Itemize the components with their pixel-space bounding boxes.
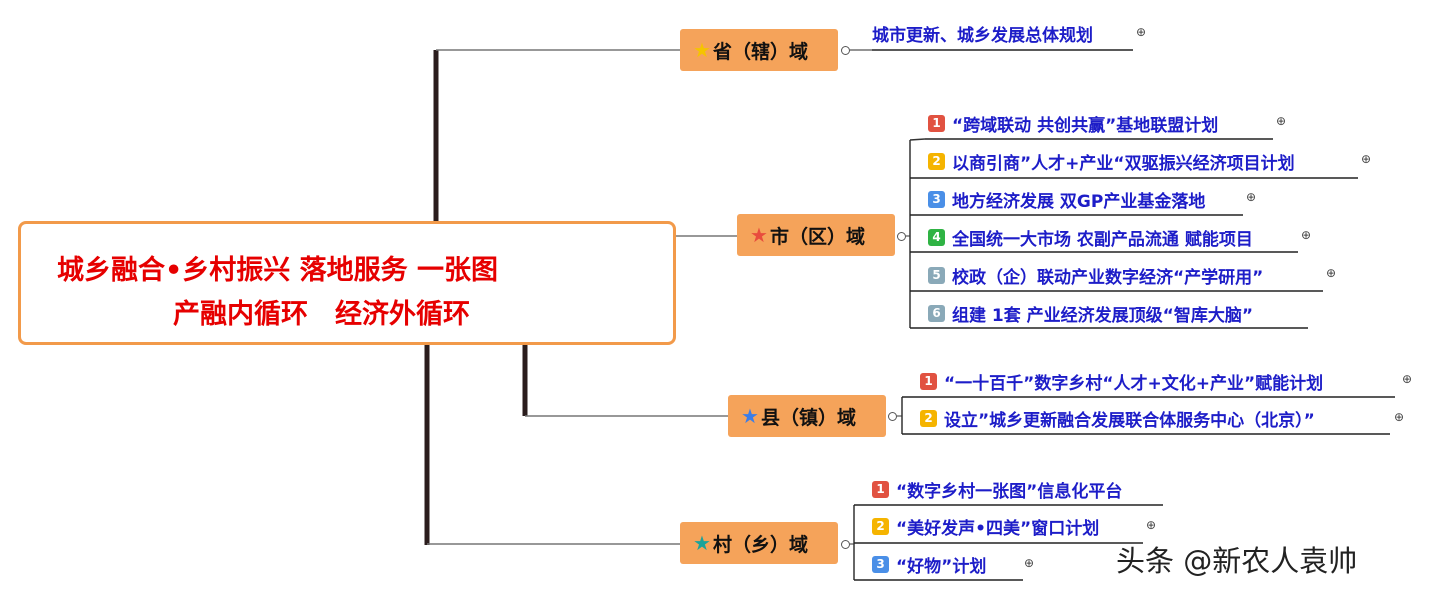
- number-badge: 6: [928, 304, 945, 322]
- branch-city[interactable]: ★ 市（区）域: [737, 214, 895, 256]
- plus-circle-icon[interactable]: ⊕: [1361, 152, 1372, 166]
- root-title-line1: 城乡融合•乡村振兴 落地服务 一张图: [57, 255, 499, 286]
- star-icon: ★: [750, 223, 768, 247]
- star-icon: ★: [693, 38, 711, 62]
- leaf-item[interactable]: 5 校政（企）联动产业数字经济“产学研用”: [928, 260, 1263, 290]
- number-badge: 2: [928, 152, 945, 170]
- leaf-item[interactable]: 3 地方经济发展 双GP产业基金落地: [928, 184, 1205, 214]
- leaf-text: “美好发声•四美”窗口计划: [896, 518, 1100, 539]
- branch-village[interactable]: ★ 村（乡）域: [680, 522, 838, 564]
- number-badge: 1: [928, 114, 945, 132]
- plus-circle-icon[interactable]: ⊕: [1402, 372, 1413, 386]
- leaf-item[interactable]: 6 组建 1套 产业经济发展顶级“智库大脑”: [928, 298, 1253, 328]
- collapse-circle-icon[interactable]: [897, 232, 906, 241]
- number-badge: 3: [928, 190, 945, 208]
- leaf-text: “数字乡村一张图”信息化平台: [896, 481, 1123, 502]
- branch-label: 省（辖）域: [712, 40, 808, 63]
- number-badge: 3: [872, 555, 889, 573]
- leaf-item[interactable]: 2 设立”城乡更新融合发展联合体服务中心（北京）”: [920, 403, 1315, 433]
- leaf-item[interactable]: 2 “美好发声•四美”窗口计划: [872, 511, 1099, 541]
- number-badge: 2: [872, 517, 889, 535]
- leaf-text: 地方经济发展 双GP产业基金落地: [952, 191, 1206, 212]
- watermark: 头条 @新农人袁帅: [1116, 544, 1358, 578]
- leaf-text: 组建 1套 产业经济发展顶级“智库大脑”: [952, 305, 1254, 326]
- root-topic[interactable]: 城乡融合•乡村振兴 落地服务 一张图 产融内循环 经济外循环: [18, 221, 676, 345]
- leaf-text: “好物”计划: [896, 556, 987, 577]
- leaf-item[interactable]: 1 “数字乡村一张图”信息化平台: [872, 474, 1122, 504]
- leaf-text: 校政（企）联动产业数字经济“产学研用”: [952, 267, 1264, 288]
- plus-circle-icon[interactable]: ⊕: [1146, 518, 1157, 532]
- leaf-item[interactable]: 1 “跨域联动 共创共赢”基地联盟计划: [928, 108, 1218, 138]
- leaf-text: 城市更新、城乡发展总体规划: [872, 25, 1093, 46]
- branch-province[interactable]: ★ 省（辖）域: [680, 29, 838, 71]
- collapse-circle-icon[interactable]: [841, 46, 850, 55]
- number-badge: 5: [928, 266, 945, 284]
- root-title-line2: 产融内循环 经济外循环: [173, 299, 470, 330]
- star-icon: ★: [693, 531, 711, 555]
- star-icon: ★: [741, 404, 759, 428]
- leaf-item[interactable]: 2 以商引商”人才+产业“双驱振兴经济项目计划: [928, 146, 1295, 176]
- leaf-text: “跨域联动 共创共赢”基地联盟计划: [952, 115, 1219, 136]
- number-badge: 4: [928, 228, 945, 246]
- collapse-circle-icon[interactable]: [841, 540, 850, 549]
- plus-circle-icon[interactable]: ⊕: [1301, 228, 1312, 242]
- leaf-text: 全国统一大市场 农副产品流通 赋能项目: [952, 229, 1253, 250]
- plus-circle-icon[interactable]: ⊕: [1246, 190, 1257, 204]
- branch-label: 市（区）域: [769, 225, 865, 248]
- plus-circle-icon[interactable]: ⊕: [1394, 410, 1405, 424]
- number-badge: 1: [920, 372, 937, 390]
- number-badge: 1: [872, 480, 889, 498]
- leaf-item[interactable]: 城市更新、城乡发展总体规划: [872, 18, 1093, 48]
- plus-circle-icon[interactable]: ⊕: [1024, 556, 1035, 570]
- collapse-circle-icon[interactable]: [888, 412, 897, 421]
- leaf-text: 以商引商”人才+产业“双驱振兴经济项目计划: [952, 153, 1295, 174]
- plus-circle-icon[interactable]: ⊕: [1326, 266, 1337, 280]
- branch-label: 村（乡）域: [712, 533, 808, 556]
- leaf-item[interactable]: 3 “好物”计划: [872, 549, 986, 579]
- plus-circle-icon[interactable]: ⊕: [1276, 114, 1287, 128]
- number-badge: 2: [920, 409, 937, 427]
- leaf-item[interactable]: 1 “一十百千”数字乡村“人才+文化+产业”赋能计划: [920, 366, 1323, 396]
- leaf-text: 设立”城乡更新融合发展联合体服务中心（北京）”: [944, 410, 1315, 431]
- leaf-item[interactable]: 4 全国统一大市场 农副产品流通 赋能项目: [928, 222, 1253, 252]
- plus-circle-icon[interactable]: ⊕: [1136, 25, 1147, 39]
- leaf-text: “一十百千”数字乡村“人才+文化+产业”赋能计划: [944, 373, 1324, 394]
- branch-label: 县（镇）域: [760, 406, 856, 429]
- branch-county[interactable]: ★ 县（镇）域: [728, 395, 886, 437]
